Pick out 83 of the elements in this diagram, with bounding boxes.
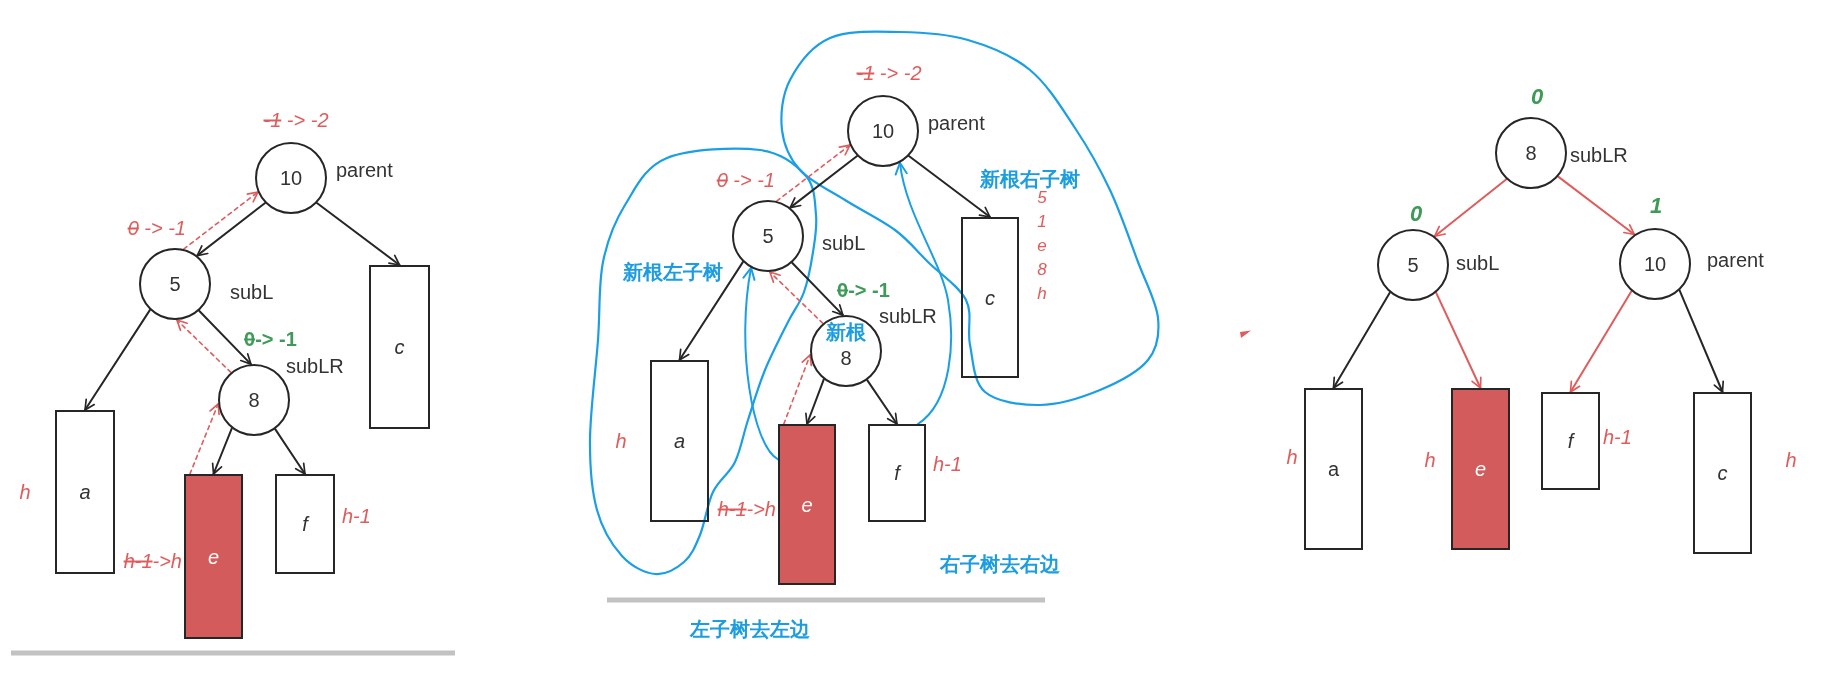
balance-factor: 0: [1409, 201, 1423, 227]
node-key: 8: [1525, 142, 1537, 164]
node-key: 10: [1643, 253, 1667, 275]
subtree-name: a: [79, 481, 91, 503]
balance-factor: 0 -> -1: [716, 168, 775, 192]
arrow: [198, 309, 252, 366]
node-key: 8: [840, 347, 852, 369]
subtree-name: c: [394, 336, 405, 358]
dashed-arrow: [783, 353, 813, 425]
pointer-label: parent: [928, 111, 985, 135]
node-key: 10: [279, 167, 303, 189]
balance-factor: 0: [1530, 84, 1544, 110]
height-label: h-1: [342, 504, 371, 528]
subtree-name: f: [302, 513, 308, 535]
pointer-label: subLR: [879, 304, 937, 328]
arrow: [274, 428, 306, 475]
arrow: [196, 202, 267, 257]
freehand-arrow: [895, 161, 953, 425]
pointer-label: subLR: [286, 354, 344, 378]
subtree-name: e: [801, 493, 813, 516]
subtree-name: c: [1717, 462, 1728, 484]
height-label: h: [1424, 448, 1436, 472]
arrow: [1332, 291, 1391, 389]
annotation-label: 新根: [826, 320, 866, 344]
subtree-name: f: [894, 462, 900, 484]
annotation-label: 左子树去左边: [690, 617, 810, 641]
balance-factor: 0 -> -1: [127, 216, 186, 240]
balance-factor: 0-> -1: [244, 327, 297, 351]
dashed-arrow: [176, 319, 232, 374]
arrow: [315, 202, 401, 266]
subtree-box: [961, 217, 1019, 378]
height-label: h: [1785, 448, 1797, 472]
subtree-name: a: [673, 430, 686, 452]
arrow: [84, 308, 151, 411]
height-label: h: [1286, 445, 1298, 469]
node-key: 5: [1407, 254, 1419, 276]
freehand-arrow: [742, 266, 779, 461]
arrow: [1678, 289, 1725, 393]
dashed-arrow: [775, 144, 851, 202]
subtree-name: a: [1327, 458, 1340, 480]
arrow: [211, 427, 233, 475]
annotation-label: 新根左子树: [623, 260, 723, 284]
arrow: [1557, 175, 1636, 236]
height-label: h: [19, 480, 31, 504]
pointer-label: subL: [822, 231, 866, 255]
annotation-label: 右子树去右边: [940, 552, 1060, 576]
balance-factor: -1 -> -2: [856, 61, 922, 85]
subtree-name: e: [207, 545, 220, 568]
height-label: h: [615, 429, 627, 453]
balance-factor: 0-> -1: [837, 278, 890, 302]
arrow: [678, 260, 744, 361]
subtree-name: e: [1474, 458, 1487, 480]
node-key: 10: [871, 120, 895, 142]
subtree-box: [369, 265, 430, 429]
dashed-arrow: [769, 271, 824, 325]
pointer-label: parent: [336, 158, 393, 182]
height-label: h-1->h: [123, 549, 182, 573]
arrow: [1569, 290, 1633, 393]
pointer-label: subL: [1456, 251, 1500, 275]
arrow: [1435, 291, 1482, 389]
arrow: [1433, 178, 1508, 238]
subtree-name: c: [985, 286, 995, 309]
subtree-name: f: [1567, 430, 1574, 452]
balance-factor: -1 -> -2: [263, 108, 329, 132]
dashed-arrow: [182, 191, 259, 250]
arrow: [907, 155, 991, 218]
vertical-note: 5 1 e 8 h: [1037, 188, 1047, 305]
height-label: h-1->h: [717, 497, 776, 521]
height-label: h-1: [933, 452, 962, 476]
height-label: h-1: [1603, 425, 1632, 449]
arrow: [866, 379, 898, 425]
pointer-label: subL: [230, 280, 274, 304]
dashed-arrow: [189, 402, 220, 475]
annotation-label: 新根右子树: [980, 167, 1080, 191]
balance-factor: 1: [1649, 193, 1663, 219]
arrow: [791, 261, 844, 317]
node-key: 5: [169, 273, 181, 295]
node-key: 5: [762, 225, 774, 247]
arrow: [789, 155, 859, 209]
node-key: 8: [248, 389, 260, 411]
pointer-label: subLR: [1570, 143, 1628, 167]
pointer-label: parent: [1707, 248, 1764, 272]
arrow: [805, 378, 825, 425]
